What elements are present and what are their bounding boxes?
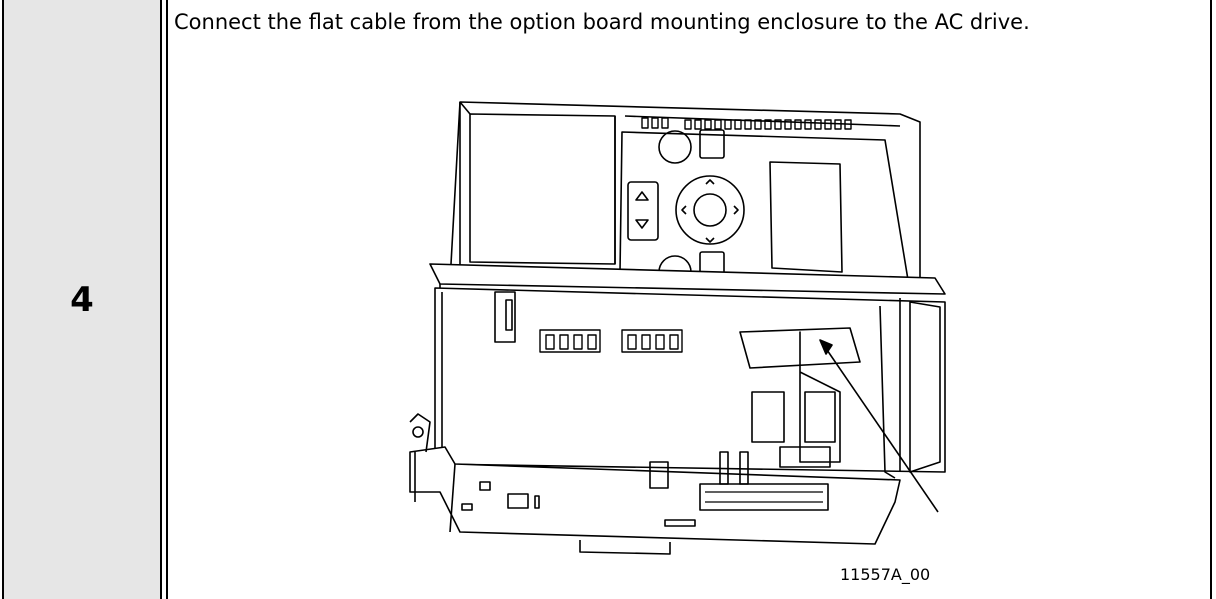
figure-id: 11557A_00 <box>840 565 931 584</box>
column-divider <box>160 0 162 599</box>
ac-drive-illustration <box>409 101 946 555</box>
step-number-cell <box>4 0 160 599</box>
column-divider <box>166 0 168 599</box>
step-number: 4 <box>70 280 94 320</box>
instruction-text: Connect the flat cable from the option b… <box>174 10 1030 34</box>
